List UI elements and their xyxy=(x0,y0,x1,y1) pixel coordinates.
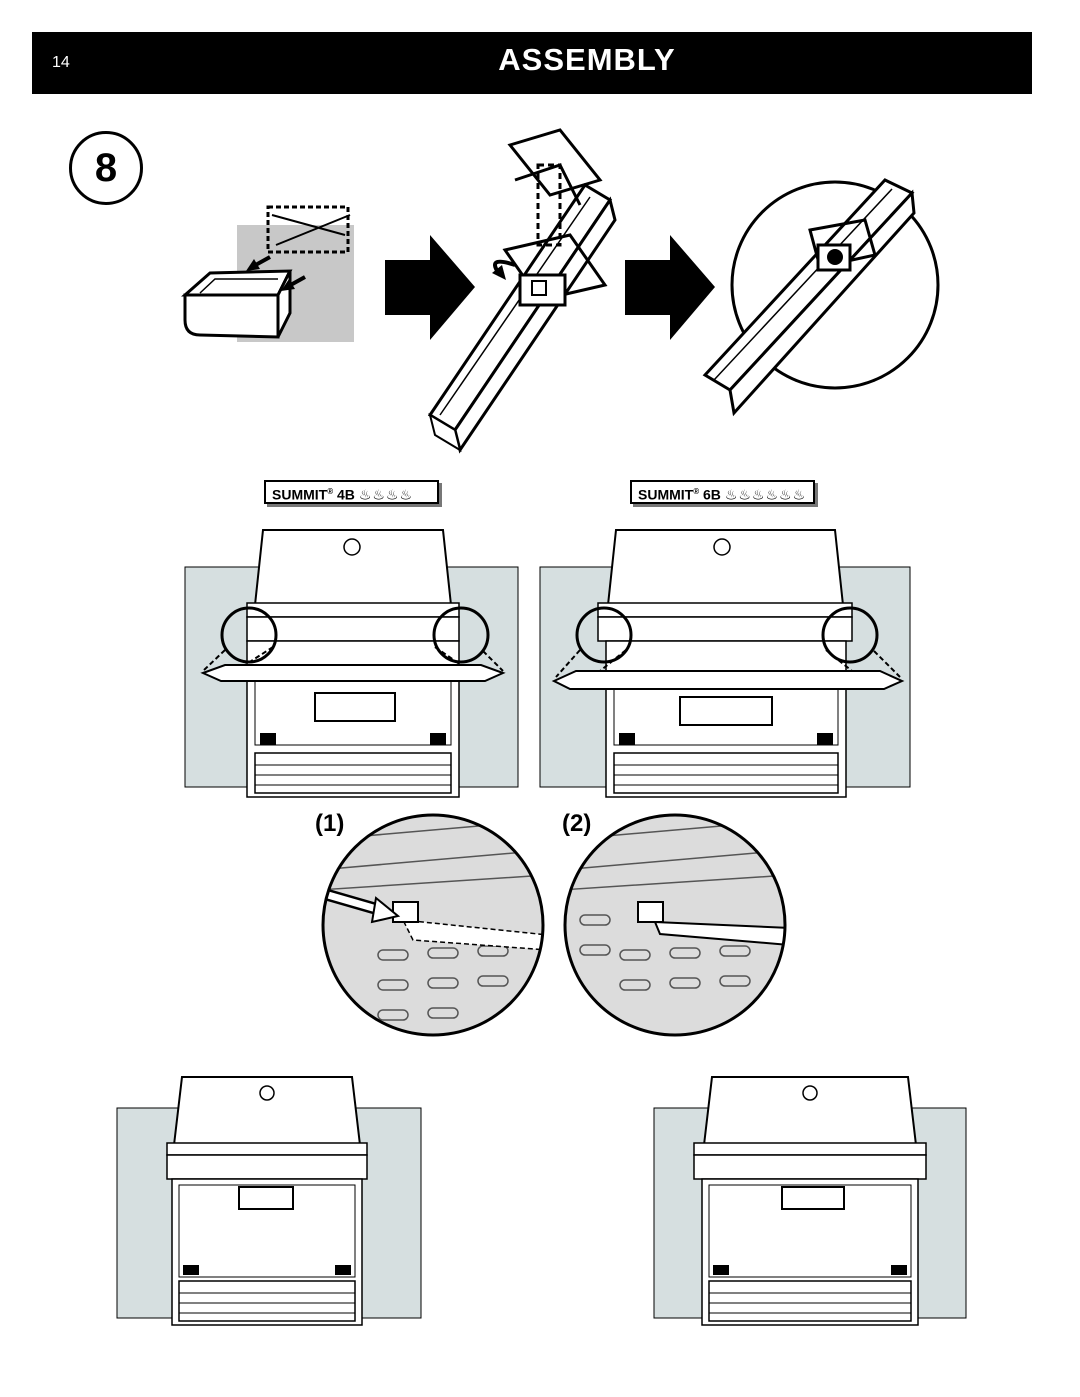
detail-label-1: (1) xyxy=(315,810,345,837)
grill-4b-installed-illustration xyxy=(116,1076,422,1326)
page-number: 14 xyxy=(52,54,70,71)
model-name: SUMMIT xyxy=(272,486,328,503)
header-bar: 14 ASSEMBLY xyxy=(32,32,1032,94)
grill-6b-installed-illustration xyxy=(653,1076,967,1326)
detail-circle-1 xyxy=(321,813,545,1037)
arrow-right-icon xyxy=(625,235,715,340)
arrow-right-icon xyxy=(385,235,475,340)
drip-tray-illustration xyxy=(181,205,354,342)
registered-mark: ® xyxy=(693,487,700,496)
model-size: 6B xyxy=(703,486,721,503)
page-title: ASSEMBLY xyxy=(498,42,676,77)
detail-circle-2 xyxy=(563,813,787,1037)
registered-mark: ® xyxy=(327,487,334,496)
burner-flames-icon: ♨♨♨♨♨♨ xyxy=(724,486,807,503)
model-badge-4b: SUMMIT® 4B ♨♨♨♨ xyxy=(264,480,439,504)
detail-label-2: (2) xyxy=(562,810,592,837)
grill-4b-illustration xyxy=(184,529,519,798)
installed-rail-detail xyxy=(702,178,940,417)
step-number: 8 xyxy=(69,131,143,205)
model-badge-6b: SUMMIT® 6B ♨♨♨♨♨♨ xyxy=(630,480,815,504)
model-name: SUMMIT xyxy=(638,486,694,503)
grill-6b-illustration xyxy=(539,529,911,798)
model-size: 4B xyxy=(337,486,355,503)
slide-rail-illustration xyxy=(427,128,617,454)
burner-flames-icon: ♨♨♨♨ xyxy=(358,486,414,503)
